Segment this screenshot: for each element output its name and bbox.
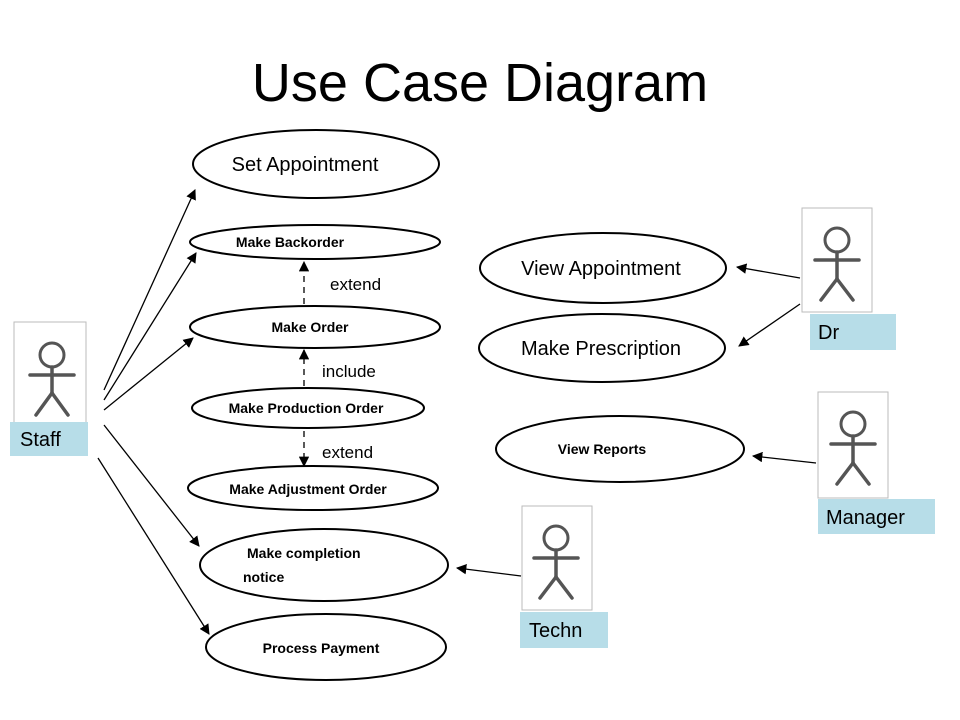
use-case-make-adjustment-order: Make Adjustment Order [187, 465, 439, 511]
use-case-label: Make Production Order [229, 400, 384, 416]
actor-label: Manager [826, 507, 905, 529]
extend-label: extend [322, 443, 373, 462]
association-arrow [103, 189, 196, 391]
use-case-make-prescription: Make Prescription [478, 313, 726, 383]
use-case-label: View Reports [558, 441, 647, 457]
use-case-label: Set Appointment [232, 154, 379, 176]
use-case-make-completion-notice: Make completion notice [199, 528, 449, 602]
stick-figure-icon [532, 524, 580, 600]
association-arrow [97, 457, 210, 635]
association-arrow [103, 424, 200, 547]
association-arrow [455, 564, 522, 577]
use-case-process-payment: Process Payment [205, 613, 447, 681]
use-case-make-production-order: Make Production Order [191, 387, 425, 429]
stick-figure-icon [28, 341, 76, 417]
actor-label: Staff [20, 429, 61, 451]
association-arrow [735, 263, 801, 279]
use-case-view-reports: View Reports [495, 415, 745, 483]
actor-techn: Techn [520, 505, 608, 648]
use-case-label: Make Prescription [521, 338, 681, 360]
actor-dr: Dr [801, 207, 896, 350]
use-case-view-appointment: View Appointment [479, 232, 727, 304]
use-case-make-backorder: Make Backorder [189, 224, 441, 260]
use-case-make-order: Make Order [189, 305, 441, 349]
association-arrow [103, 252, 197, 401]
stick-figure-icon [829, 410, 877, 486]
use-case-label: Make Adjustment Order [229, 481, 387, 497]
actor-manager: Manager [817, 391, 935, 534]
use-case-label: View Appointment [521, 258, 681, 280]
stick-figure-icon [813, 226, 861, 302]
association-arrow [751, 451, 817, 464]
actor-label: Dr [818, 322, 839, 344]
actor-label: Techn [529, 620, 582, 642]
extend-label: extend [330, 275, 381, 294]
association-arrow [738, 303, 801, 347]
actor-staff: Staff [10, 321, 88, 456]
use-case-label: Make Backorder [236, 234, 345, 250]
use-case-label: notice [243, 569, 284, 585]
use-case-label: Make completion [247, 545, 361, 561]
association-arrow [103, 337, 194, 411]
use-case-label: Make Order [271, 319, 349, 335]
diagram-title: Use Case Diagram [251, 53, 709, 113]
include-label: include [322, 362, 376, 381]
use-case-set-appointment: Set Appointment [192, 129, 440, 199]
use-case-label: Process Payment [263, 640, 380, 656]
